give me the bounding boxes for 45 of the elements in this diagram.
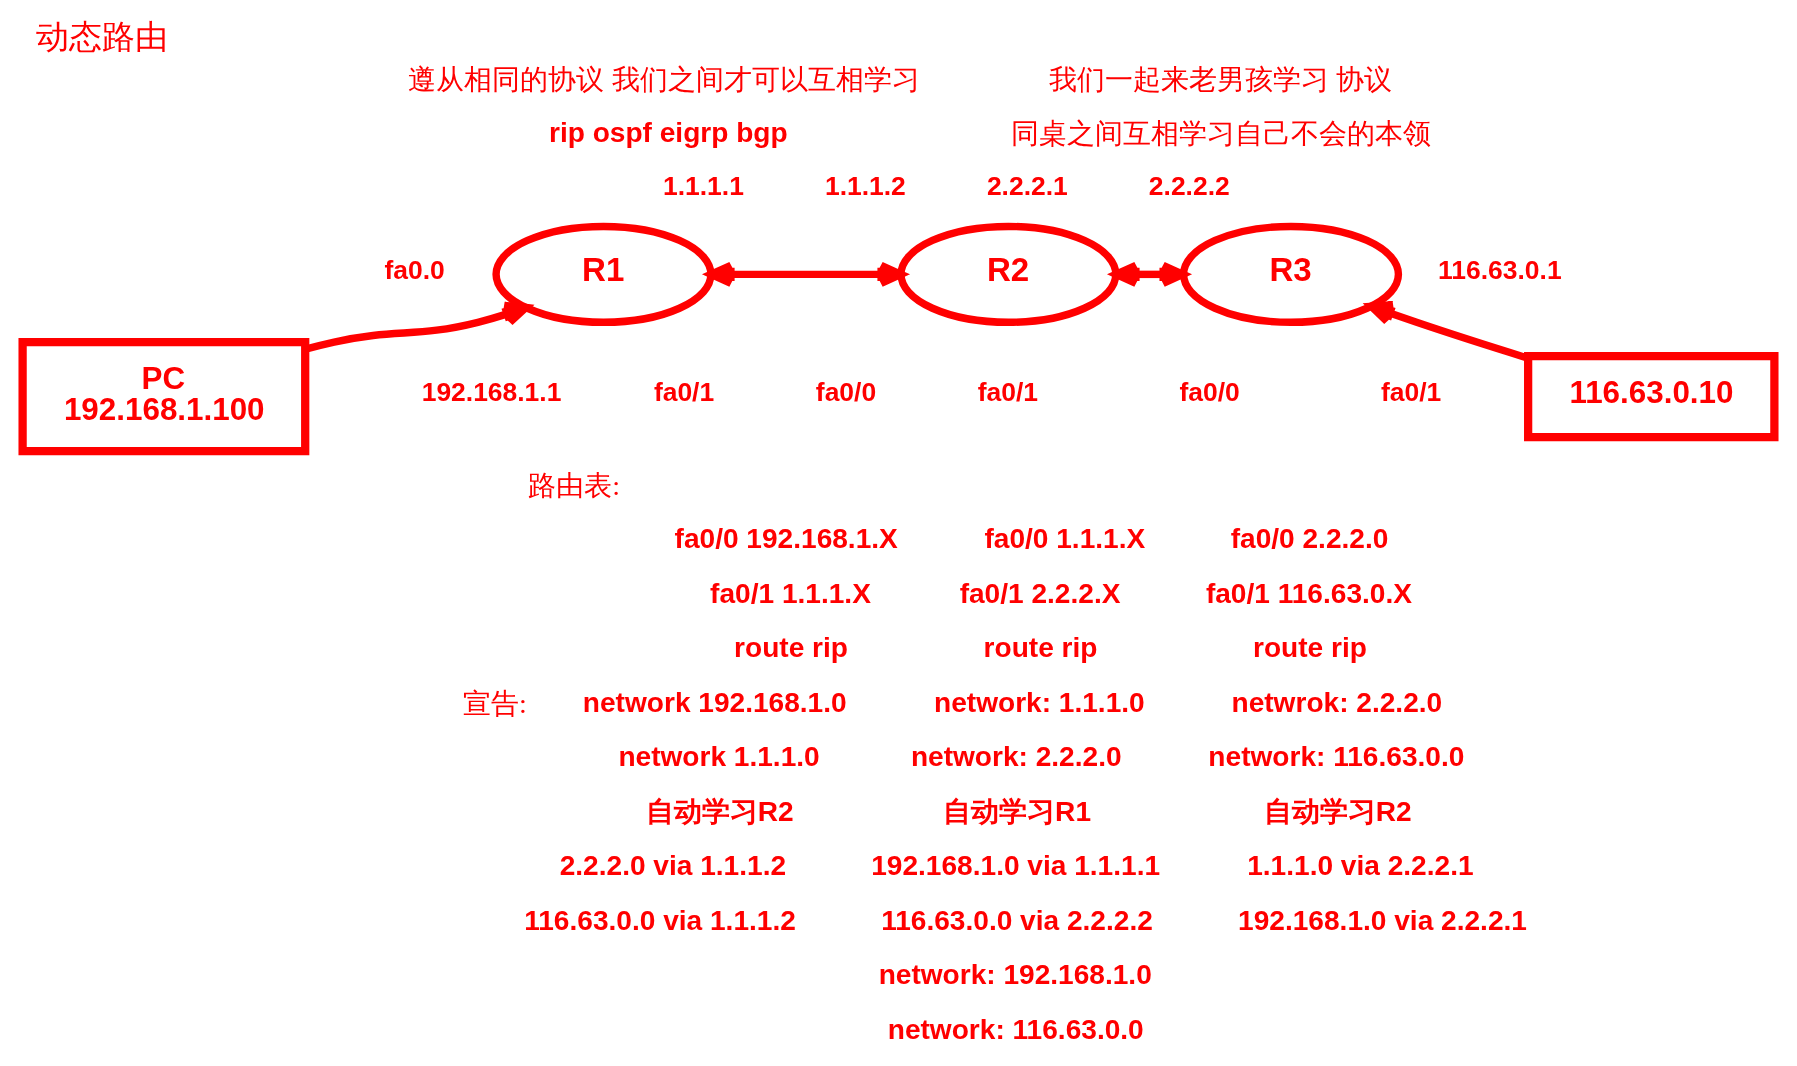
label: 宣告: <box>463 688 527 720</box>
label: network: 116.63.0.0 <box>887 1013 1144 1045</box>
label: network 192.168.1.0 <box>582 686 847 718</box>
node-label: fa0/1 <box>1381 377 1442 408</box>
node-label: 116.63.0.1 <box>1438 254 1562 285</box>
node-label: 2.2.2.1 <box>986 170 1068 201</box>
label: 同桌之间互相学习自己不会的本领 <box>1010 118 1431 150</box>
label: 192.168.1.0 via 1.1.1.1 <box>871 850 1161 882</box>
label: fa0/1 2.2.2.X <box>959 577 1121 609</box>
label: 遵从相同的协议 我们之间才可以互相学习 <box>408 63 920 95</box>
node-label: 1.1.1.1 <box>663 170 744 201</box>
label: fa0/1 1.1.1.X <box>710 577 871 609</box>
label: 自动学习R1 <box>943 795 1092 827</box>
node-label: fa0.0 <box>384 254 445 285</box>
label: fa0/1 116.63.0.X <box>1205 577 1412 609</box>
node-label: fa0/0 <box>1179 377 1240 408</box>
node-label: 2.2.2.2 <box>1148 170 1230 201</box>
label: fa0/0 1.1.1.X <box>984 523 1146 555</box>
label: fa0/0 192.168.1.X <box>674 523 898 555</box>
node-label: 1.1.1.2 <box>824 170 906 201</box>
label: network: 116.63.0.0 <box>1208 741 1465 773</box>
node-label: fa0/0 <box>815 377 877 408</box>
diagram-title: 动态路由 <box>35 18 168 55</box>
node-label: fa0/1 <box>653 377 715 408</box>
label: 自动学习R2 <box>1263 795 1412 827</box>
label: network: 192.168.1.0 <box>878 959 1152 991</box>
label: 116.63.0.0 via 1.1.1.2 <box>524 904 796 936</box>
label: 1.1.1.0 via 2.2.2.1 <box>1247 850 1474 882</box>
label: network: 2.2.2.0 <box>910 741 1122 773</box>
label: route rip <box>1252 632 1367 664</box>
label: rip ospf eigrp bgp <box>548 116 788 148</box>
label: network 1.1.1.0 <box>618 741 820 773</box>
label: netwrok: 2.2.2.0 <box>1231 686 1443 718</box>
label: fa0/0 2.2.2.0 <box>1230 523 1389 555</box>
label: 我们一起来老男孩学习 协议 <box>1048 63 1392 95</box>
label: 116.63.0.0 via 2.2.2.2 <box>881 904 1153 936</box>
label: route rip <box>983 632 1098 664</box>
label: 2.2.2.0 via 1.1.1.2 <box>559 850 787 882</box>
node-label: fa0/1 <box>977 377 1039 408</box>
label: network: 1.1.1.0 <box>934 686 1145 718</box>
label: 192.168.1.0 via 2.2.2.1 <box>1238 904 1527 936</box>
label: 路由表: <box>528 470 621 502</box>
label: 自动学习R2 <box>645 795 794 827</box>
label: route rip <box>734 632 848 664</box>
node-label: 192.168.1.1 <box>421 377 562 408</box>
